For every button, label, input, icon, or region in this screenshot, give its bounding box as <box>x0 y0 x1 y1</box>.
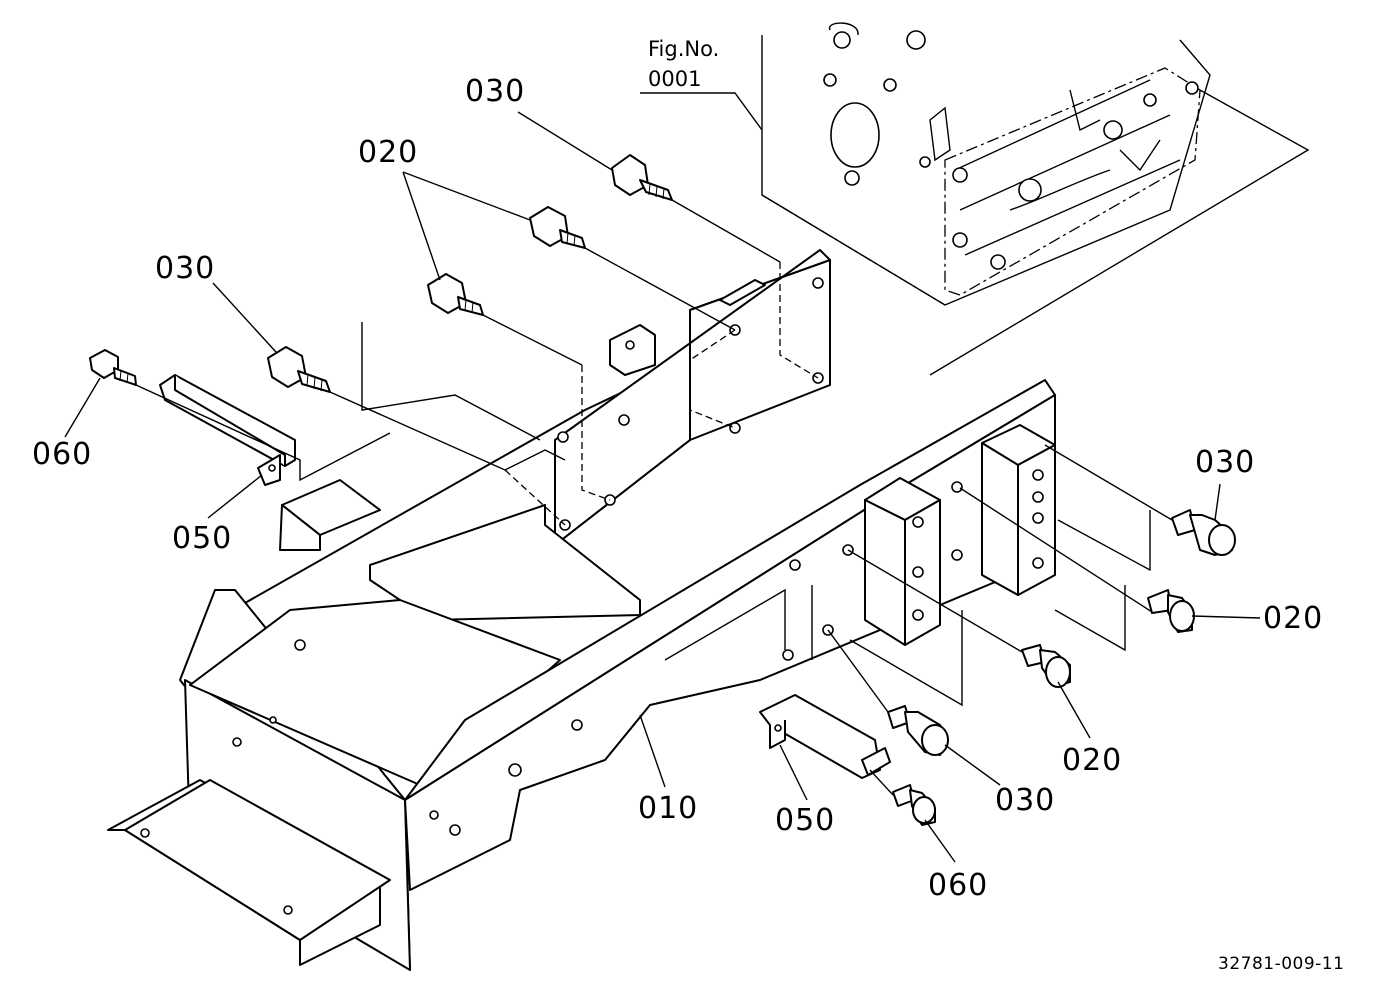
figure-reference: Fig.No. 0001 <box>640 37 763 131</box>
callout-020-top: 020 <box>358 135 418 170</box>
assembly-lines <box>135 199 1173 796</box>
callout-030-lower: 030 <box>995 783 1055 818</box>
callout-050-left: 050 <box>172 521 232 556</box>
spacer-block-front <box>864 477 941 646</box>
figure-ref-number: 0001 <box>648 67 701 91</box>
bracket-050-left <box>159 374 296 486</box>
engine-block-reference <box>761 22 1310 376</box>
bolt-030-left <box>267 346 331 393</box>
bolt-060-left <box>89 349 137 386</box>
bolt-020-right <box>1147 589 1195 633</box>
callout-050-lower: 050 <box>775 803 835 838</box>
callout-060-left: 060 <box>32 437 92 472</box>
callout-020-right: 020 <box>1263 601 1323 636</box>
callout-labels: 030 020 030 060 050 030 020 020 030 010 … <box>32 74 1323 903</box>
bracket-050-lower <box>759 694 891 779</box>
leader-lines <box>64 111 1261 863</box>
callout-020-lower: 020 <box>1062 743 1122 778</box>
bolt-020-lower <box>1021 644 1071 688</box>
callout-030-right: 030 <box>1195 445 1255 480</box>
callout-060-lower: 060 <box>928 868 988 903</box>
clip-rear <box>609 279 766 376</box>
bolt-030-right <box>1171 509 1236 556</box>
spacer-block-rear <box>981 424 1056 596</box>
document-code: 32781-009-11 <box>1218 954 1344 974</box>
callout-030-left: 030 <box>155 251 215 286</box>
callout-030-top: 030 <box>465 74 525 109</box>
callout-010: 010 <box>638 791 698 826</box>
bolt-020-top-a <box>529 206 586 249</box>
bolt-030-top <box>611 154 673 201</box>
bolt-060-lower <box>892 784 936 826</box>
bolt-030-lower <box>887 705 949 756</box>
bolt-020-top-b <box>427 273 484 316</box>
figure-ref-label: Fig.No. <box>648 37 719 61</box>
